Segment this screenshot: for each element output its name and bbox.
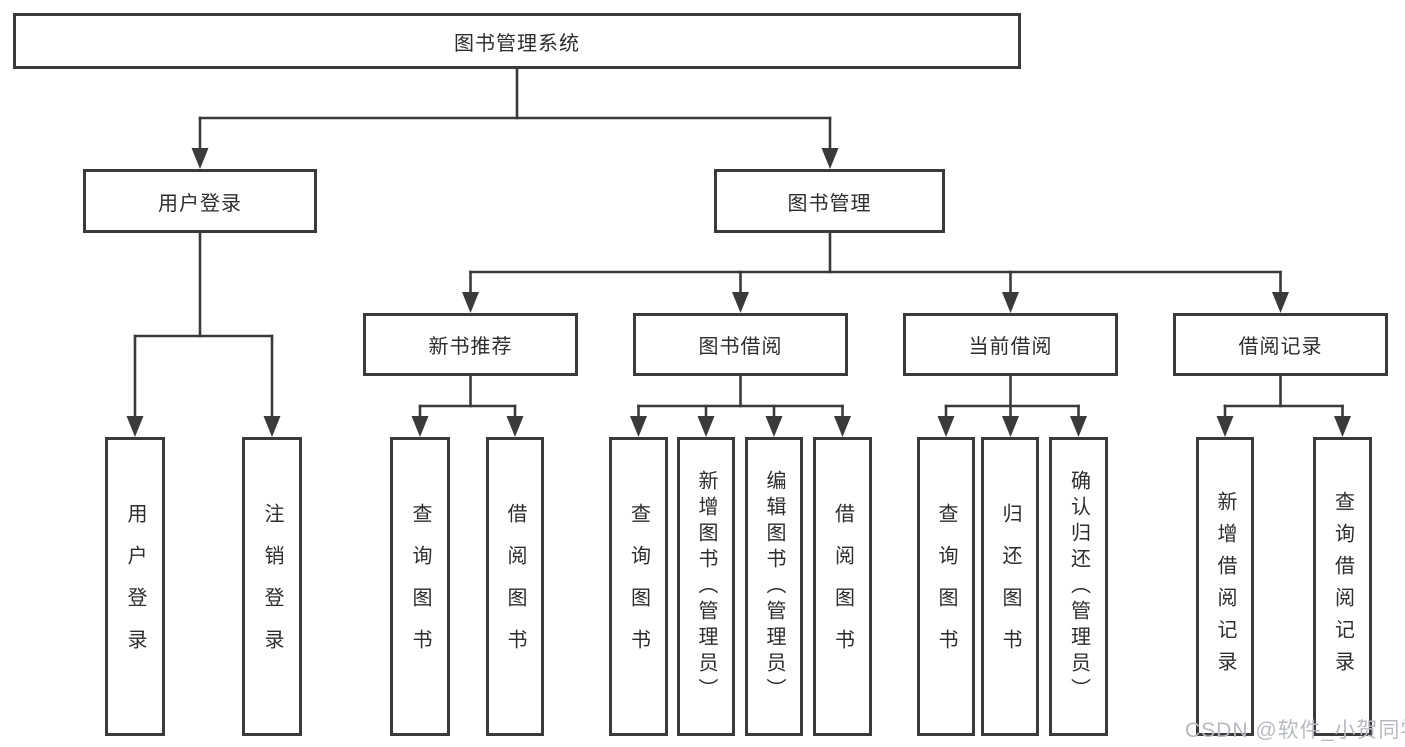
node-new-book-recommend: 新书推荐 xyxy=(363,313,578,376)
leaf-label: 查询图书 xyxy=(935,502,957,671)
node-label: 图书管理系统 xyxy=(454,32,580,55)
leaf-label: 编辑图书（管理员） xyxy=(763,469,785,704)
leaf-add-books-admin: 新增图书（管理员） xyxy=(677,437,735,736)
leaf-logout: 注销登录 xyxy=(242,437,302,736)
node-label: 用户登录 xyxy=(158,192,242,215)
leaf-label: 借阅图书 xyxy=(831,502,854,671)
leaf-return-books: 归还图书 xyxy=(981,437,1039,736)
leaf-label: 查询图书 xyxy=(627,502,650,671)
leaf-label: 查询借阅记录 xyxy=(1331,490,1354,683)
leaf-label: 新增借阅记录 xyxy=(1214,490,1236,683)
leaf-user-login: 用户登录 xyxy=(105,437,165,736)
node-label: 图书管理 xyxy=(787,192,872,215)
node-label: 借阅记录 xyxy=(1238,336,1323,358)
node-book-borrow: 图书借阅 xyxy=(633,313,848,376)
node-book-management: 图书管理 xyxy=(714,169,945,233)
node-current-borrow: 当前借阅 xyxy=(903,313,1118,376)
leaf-query-books-current: 查询图书 xyxy=(917,437,975,736)
leaf-label: 注销登录 xyxy=(261,502,283,671)
leaf-query-borrow-record: 查询借阅记录 xyxy=(1313,437,1372,736)
leaf-borrow-books: 借阅图书 xyxy=(813,437,872,736)
leaf-label: 归还图书 xyxy=(999,502,1021,671)
arrowheads xyxy=(126,148,1351,437)
leaf-query-books-borrow: 查询图书 xyxy=(609,437,668,736)
leaf-label: 用户登录 xyxy=(124,502,146,671)
node-library-management-system: 图书管理系统 xyxy=(13,13,1021,69)
leaf-borrow-books-recommend: 借阅图书 xyxy=(486,437,544,736)
leaf-add-borrow-record: 新增借阅记录 xyxy=(1196,437,1254,736)
leaf-query-books-recommend: 查询图书 xyxy=(390,437,450,736)
leaf-edit-books-admin: 编辑图书（管理员） xyxy=(745,437,803,736)
leaf-label: 借阅图书 xyxy=(504,502,526,671)
csdn-watermark: CSDN @软件_小贺同学 xyxy=(1185,719,1405,742)
leaf-label: 确认归还（管理员） xyxy=(1067,469,1090,704)
node-user-login: 用户登录 xyxy=(83,169,317,233)
leaf-label: 新增图书（管理员） xyxy=(695,469,717,704)
node-borrow-records: 借阅记录 xyxy=(1173,313,1388,376)
leaf-confirm-return-admin: 确认归还（管理员） xyxy=(1049,437,1108,736)
node-label: 新书推荐 xyxy=(428,336,513,358)
node-label: 当前借阅 xyxy=(968,336,1053,358)
leaf-label: 查询图书 xyxy=(409,502,431,671)
node-label: 图书借阅 xyxy=(698,336,783,358)
